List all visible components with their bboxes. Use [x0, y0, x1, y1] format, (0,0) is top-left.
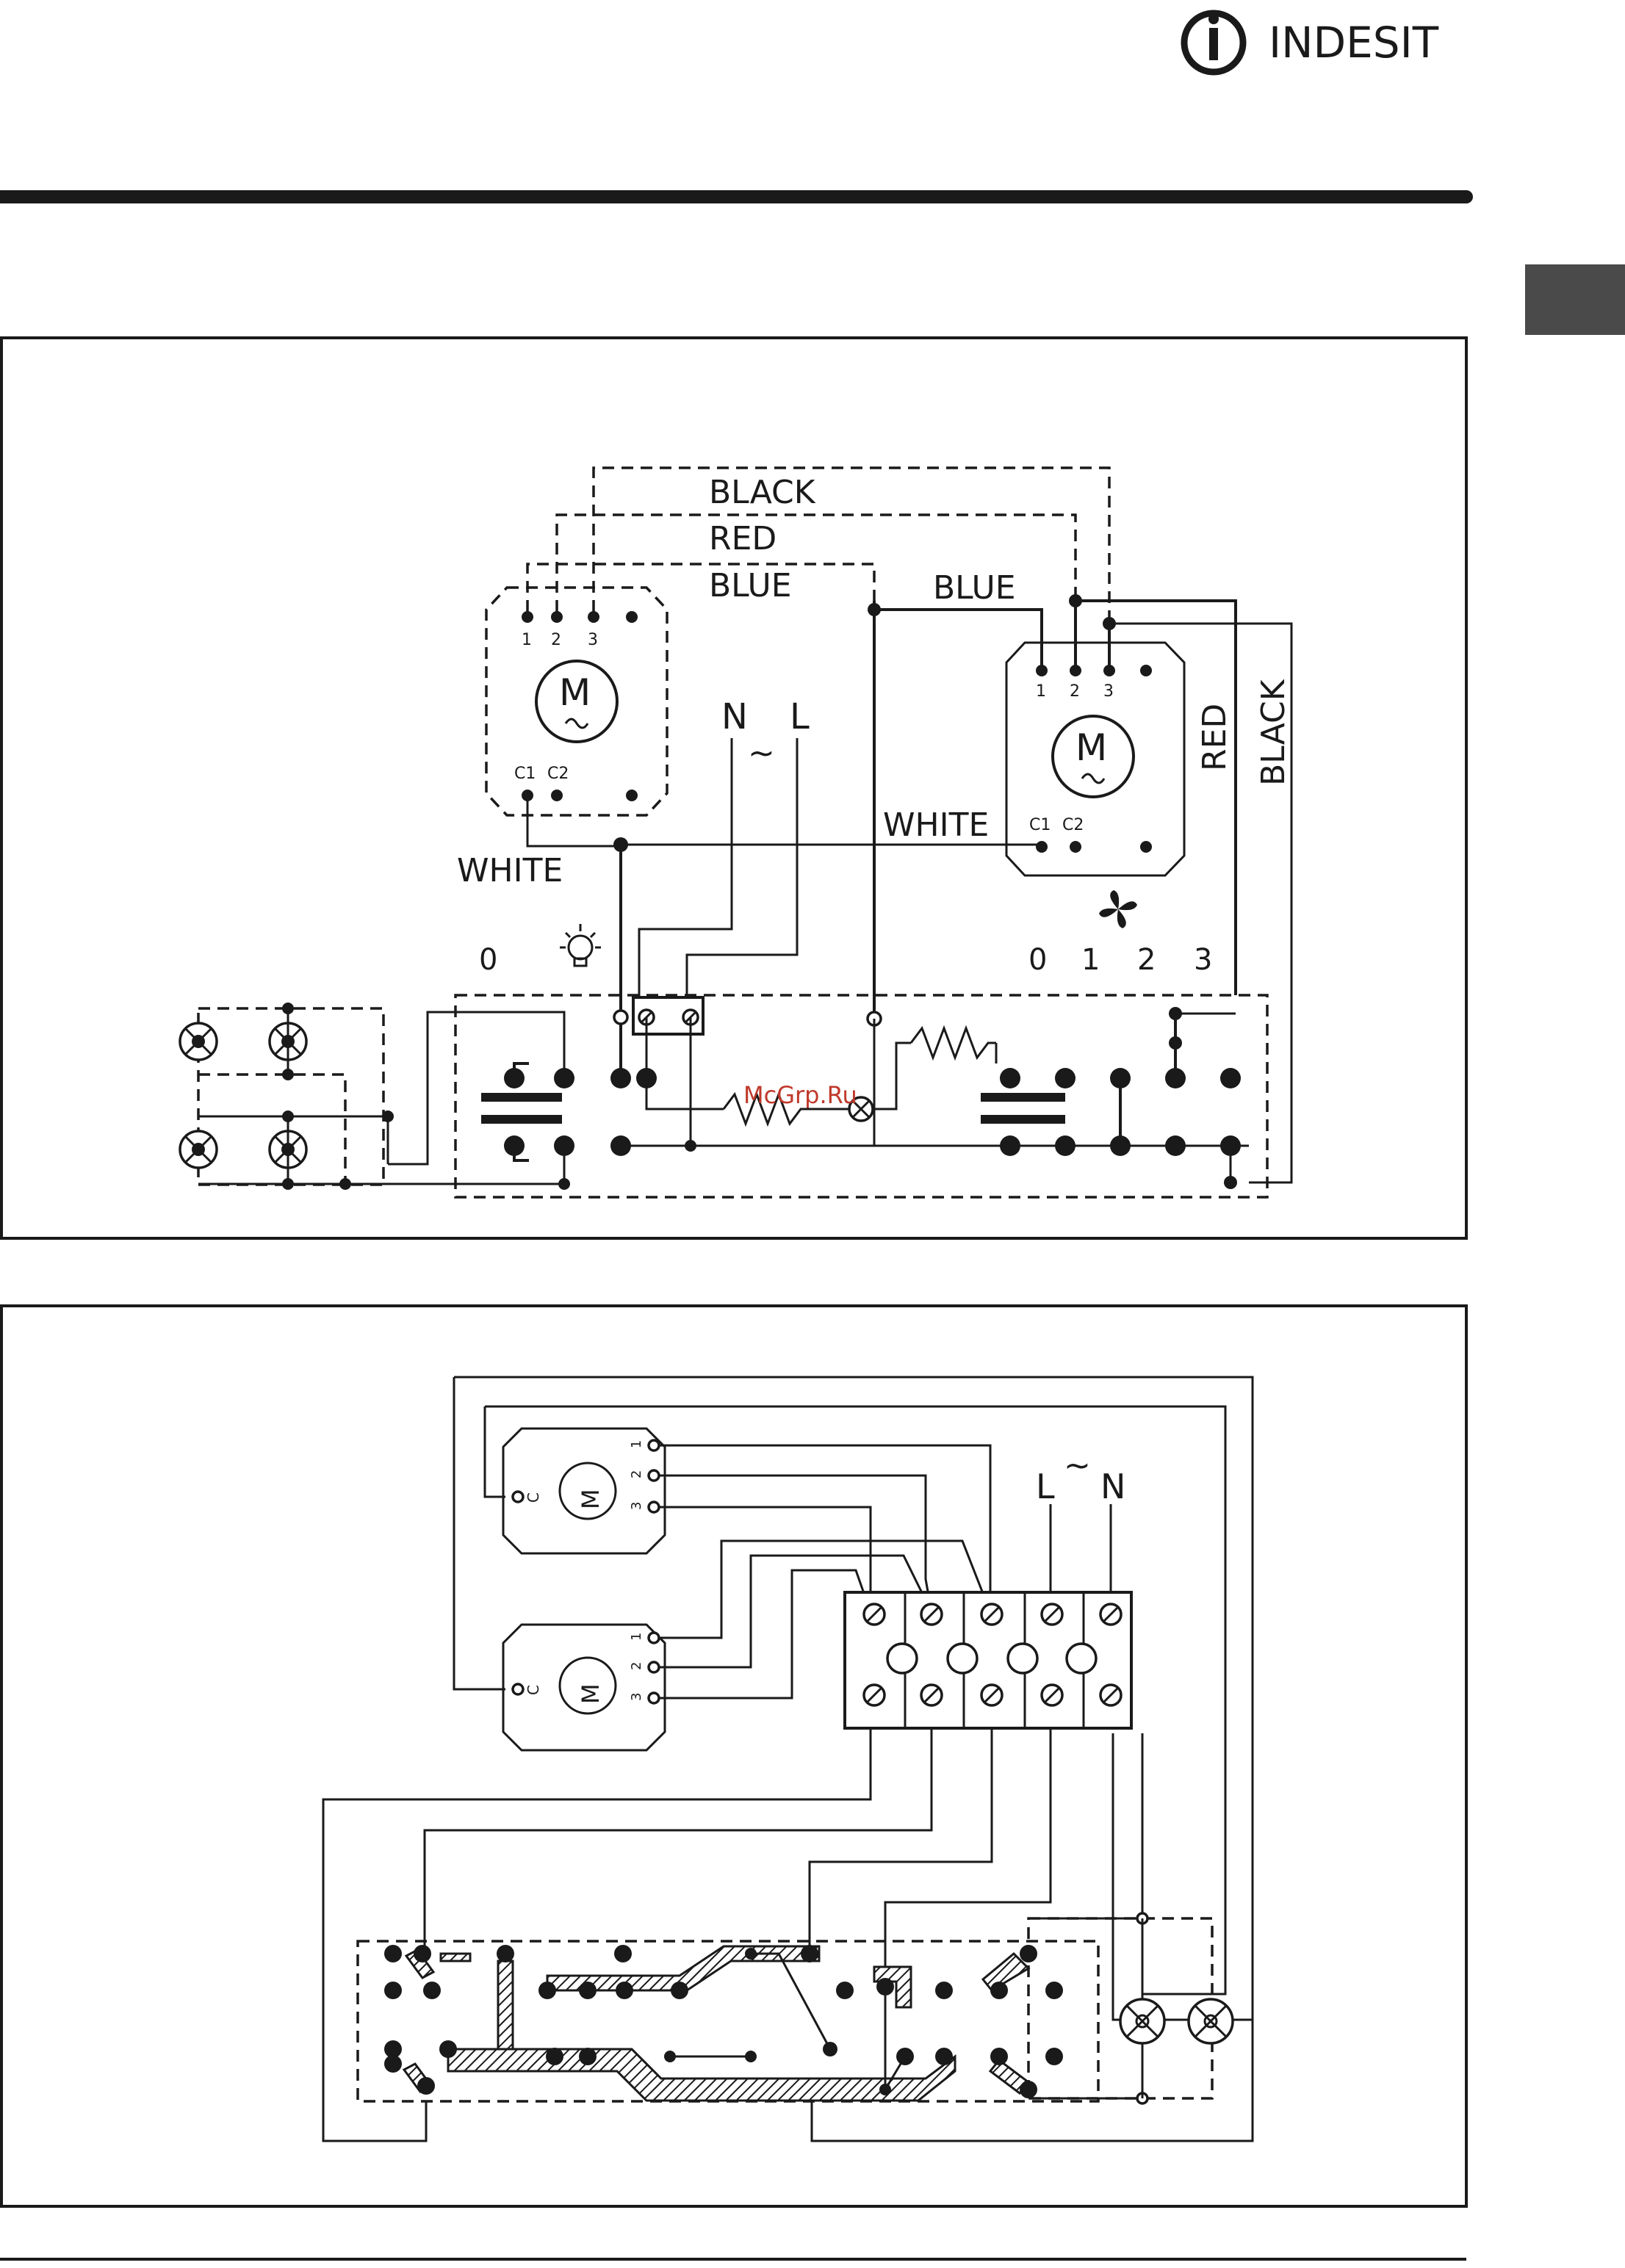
motor-top: C M 1 2 3	[503, 1429, 665, 1553]
terminal-block	[845, 1592, 1131, 1728]
motor-bottom-label: M	[577, 1683, 605, 1704]
motor-top-label: M	[577, 1489, 605, 1509]
supply-ac-2: ~	[1064, 1447, 1091, 1484]
motor-right-pin-2: 2	[1070, 682, 1080, 701]
fan-switch-position-2: 2	[1137, 943, 1156, 977]
motor-bottom: C M 1 2 3	[503, 1625, 665, 1750]
motor-right: 1 2 3 M C1 C2	[1006, 643, 1184, 875]
wire-line	[687, 738, 797, 1017]
motor-top-pin-3: 3	[629, 1502, 644, 1510]
diagram-2: C M 1 2 3 C M 1 2 3 L ~ N	[323, 1377, 1253, 2141]
wire-blue-right	[874, 610, 1042, 671]
supply-line: L	[790, 696, 810, 737]
fan-switch-position-1: 1	[1081, 943, 1100, 977]
supply-line-2: L	[1036, 1467, 1055, 1506]
label-white-right: WHITE	[883, 806, 989, 844]
motor-left-pin-2: 2	[551, 631, 561, 649]
label-blue-top: BLUE	[709, 567, 792, 604]
motor-top-pin-1: 1	[629, 1440, 644, 1448]
light-switch-position: 0	[479, 943, 497, 977]
pcb-traces	[404, 1946, 1028, 2101]
wire-black-dashed	[594, 468, 1109, 624]
motor-left-cap-c1: C1	[514, 765, 536, 783]
motor-left-cap-c2: C2	[547, 765, 569, 783]
pcb-contacts	[384, 1945, 1063, 2098]
lamps-right	[1028, 1913, 1233, 2103]
fan-switch-position-0: 0	[1028, 943, 1047, 977]
diagram-1: BLACK RED BLUE 1 2 3 M C1 C2 1 2 3 M	[180, 468, 1292, 1197]
motor-right-cap-c1: C1	[1029, 816, 1051, 834]
light-switch	[388, 1012, 574, 1184]
supply-neutral: N	[721, 696, 748, 737]
brand-logo-text: INDESIT	[1269, 18, 1439, 68]
wire-blue-dashed	[527, 564, 874, 612]
wire-white-left	[527, 795, 621, 846]
wire-red-side	[1075, 601, 1236, 995]
label-black-top: BLACK	[709, 474, 816, 511]
motor-bottom-pin-3: 3	[629, 1693, 644, 1701]
fan-switch-position-3: 3	[1194, 943, 1212, 977]
label-red-side: RED	[1196, 704, 1233, 771]
diagram-1-frame	[1, 338, 1466, 1238]
page-tab-marker	[1525, 264, 1625, 335]
label-white-left: WHITE	[457, 852, 563, 889]
label-black-side: BLACK	[1255, 679, 1292, 786]
motor-left-pin-1: 1	[522, 631, 532, 649]
brand-logo: INDESIT	[1184, 13, 1439, 72]
fan-icon	[1099, 890, 1137, 928]
watermark: McGrp.Ru	[743, 1081, 857, 1109]
motor-top-pin-2: 2	[629, 1470, 644, 1478]
wire-neutral	[639, 738, 732, 1017]
motor-right-cap-c2: C2	[1062, 816, 1084, 834]
motor-bottom-pin-1: 1	[629, 1633, 644, 1641]
motor-right-label: M	[1075, 726, 1107, 769]
motor-left-label: M	[559, 671, 591, 714]
wire-white-right	[621, 845, 1042, 847]
fan-switch	[981, 1007, 1241, 1189]
pcb-switch-board	[358, 1941, 1098, 2101]
label-red-top: RED	[709, 520, 777, 557]
motor-bottom-pin-2: 2	[629, 1662, 644, 1670]
motor-right-pin-1: 1	[1036, 682, 1046, 701]
supply-neutral-2: N	[1100, 1467, 1125, 1506]
supply-ac: ~	[748, 734, 775, 772]
resistor-2	[911, 1028, 996, 1058]
motor-top-cap: C	[525, 1492, 542, 1503]
label-blue-right: BLUE	[933, 569, 1016, 607]
diagram-2-frame	[1, 1306, 1466, 2206]
motor-left: 1 2 3 M C1 C2	[486, 588, 667, 815]
motor-bottom-cap: C	[525, 1685, 542, 1695]
motor-left-pin-3: 3	[588, 631, 598, 649]
light-bulb-icon	[560, 924, 601, 966]
motor-right-pin-3: 3	[1103, 682, 1114, 701]
